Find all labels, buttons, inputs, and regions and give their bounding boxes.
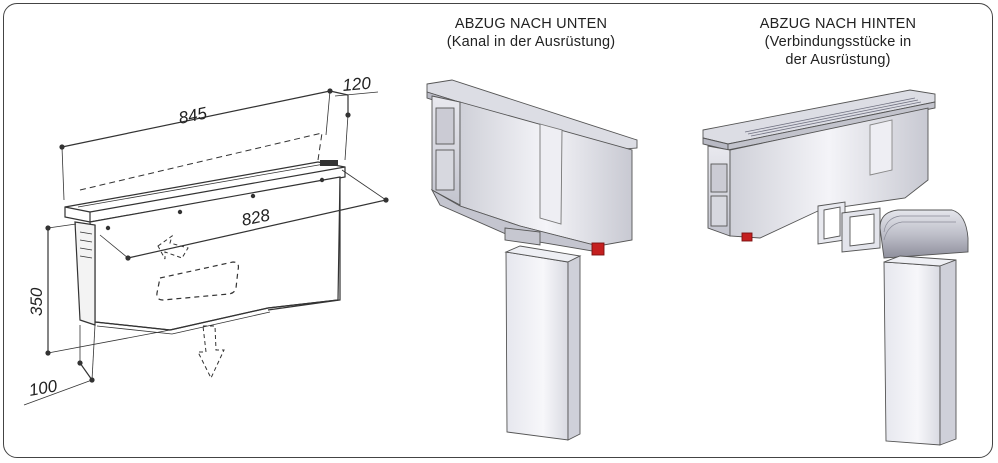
downward-exhaust-caption: ABZUG NACH UNTEN (Kanal in der Ausrüstun… [404,15,658,51]
downward-exhaust-illustration [426,79,638,441]
dimension-line-828 [99,169,389,261]
dimension-100-label: 100 [27,376,59,400]
rear-exhaust-subtitle-line2: der Ausrüstung) [785,52,891,68]
airflow-arrow-down [197,325,225,380]
dimension-350-label: 350 [27,287,46,316]
downward-exhaust-title: ABZUG NACH UNTEN [454,16,608,32]
dimension-845-label: 845 [177,103,209,128]
diagram-frame [3,3,993,458]
rear-exhaust-illustration [702,89,969,446]
dimension-line-100 [23,324,96,406]
hood-top-panel [64,160,346,223]
dimension-120-label: 120 [342,74,372,95]
downward-exhaust-subtitle: (Kanal in der Ausrüstung) [446,34,616,50]
dimension-line-350 [45,223,171,356]
dimension-drawing [23,88,389,406]
rear-exhaust-subtitle-line1: (Verbindungsstücke in [764,34,912,50]
rear-exhaust-title: ABZUG NACH HINTEN [759,16,917,32]
hood-front-body [74,176,341,335]
rear-exhaust-caption: ABZUG NACH HINTEN (Verbindungsstücke in … [714,15,962,69]
dimension-line-120 [329,90,379,161]
airflow-arrow-back [157,234,189,260]
